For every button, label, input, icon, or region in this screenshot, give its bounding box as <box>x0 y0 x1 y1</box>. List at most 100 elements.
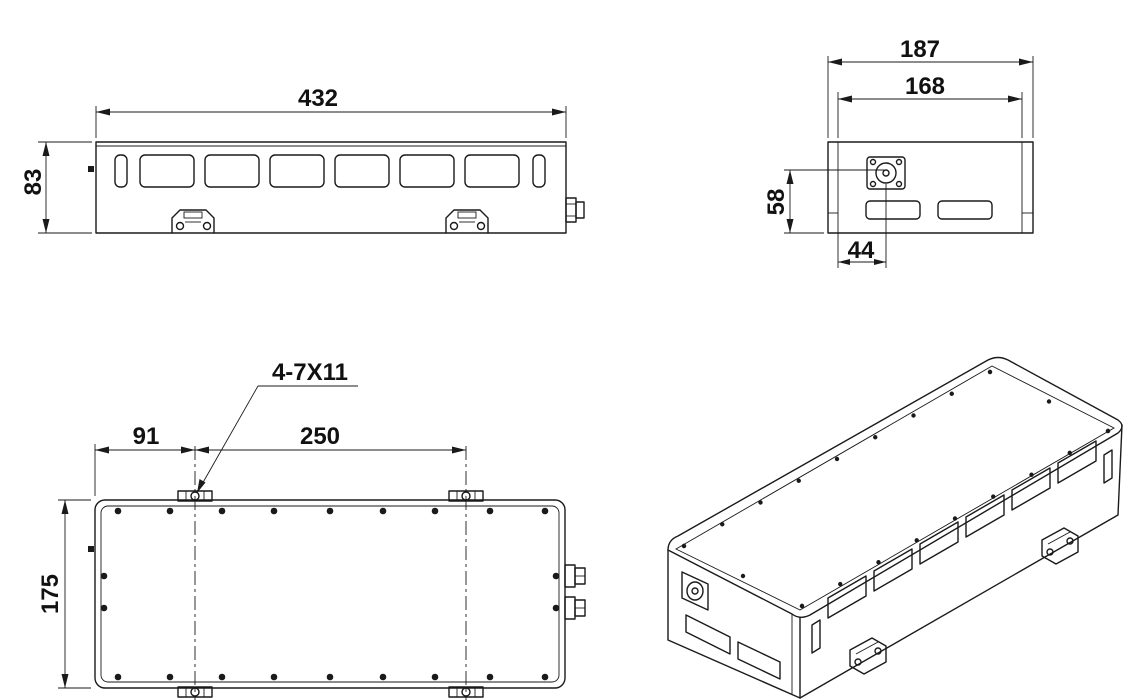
dim-connector-height: 58 <box>763 169 884 234</box>
bolt <box>834 456 840 462</box>
bolt <box>541 507 549 515</box>
bolt <box>911 413 916 418</box>
bolt <box>431 507 439 515</box>
top-view: 91 250 4-7X11 175 <box>37 359 586 700</box>
front-view: 432 83 <box>20 85 585 234</box>
bolt <box>987 369 993 375</box>
dim-side-overall: 187 <box>827 36 1034 138</box>
iso-long-face <box>799 424 1123 699</box>
hole-spec-leader: 4-7X11 <box>196 359 358 494</box>
bolt <box>166 507 174 515</box>
dim-front-length-label: 432 <box>298 85 338 112</box>
bolt <box>326 673 334 681</box>
dim-side-body-label: 168 <box>905 73 945 100</box>
iso-vent-window <box>1057 440 1097 484</box>
iso-end-slot-2 <box>737 641 781 680</box>
bolt <box>681 543 687 549</box>
top-view-outline <box>94 499 566 689</box>
front-bracket-right <box>445 209 489 234</box>
isometric-view <box>667 356 1123 699</box>
iso-end-connector <box>681 571 709 611</box>
bolt <box>799 603 805 609</box>
bolt <box>552 604 560 612</box>
bolt <box>740 573 746 579</box>
top-bolt-pattern <box>100 507 560 681</box>
dim-side-overall-label: 187 <box>900 36 940 63</box>
bolt <box>486 507 494 515</box>
iso-bracket-front <box>849 637 887 675</box>
iso-top-face <box>667 356 1123 618</box>
bolt <box>873 435 878 440</box>
bolt <box>114 507 122 515</box>
bolt <box>270 507 278 515</box>
bolt <box>838 581 843 587</box>
dim-top-width: 175 <box>37 499 91 689</box>
dim-hole-offset-label: 91 <box>133 423 160 450</box>
bolt <box>100 604 108 612</box>
front-side-slot-left <box>114 154 128 188</box>
bolt <box>952 516 958 521</box>
bolt <box>270 673 278 681</box>
bolt <box>218 673 226 681</box>
bolt <box>486 673 494 681</box>
bolt <box>379 507 387 515</box>
front-connector <box>565 197 585 223</box>
bolt <box>758 500 763 505</box>
iso-bracket-back <box>1041 527 1079 565</box>
dim-hole-spacing-label: 250 <box>300 423 340 450</box>
front-bracket-left <box>171 209 215 234</box>
bolt <box>100 572 108 580</box>
bolt <box>552 572 560 580</box>
front-vent-windows <box>139 154 520 188</box>
side-view: 187 168 58 44 <box>763 36 1034 268</box>
side-slot-right <box>937 200 993 220</box>
front-side-slot-right <box>532 154 546 188</box>
iso-vent-window <box>827 575 867 619</box>
front-small-nub <box>88 166 94 172</box>
bolt <box>991 494 996 499</box>
dim-front-length: 432 <box>95 85 567 138</box>
dim-front-height-label: 83 <box>20 169 47 196</box>
dim-connector-offset: 44 <box>837 184 887 268</box>
dim-connector-height-label: 58 <box>763 189 790 216</box>
bolt <box>379 673 387 681</box>
bolt <box>1105 428 1111 434</box>
hole-spec-label: 4-7X11 <box>272 359 348 386</box>
iso-vent-window <box>873 548 913 592</box>
top-small-nub <box>88 546 94 552</box>
iso-vent-windows <box>827 440 1097 619</box>
bolt <box>1029 472 1034 477</box>
iso-lid-inset <box>675 365 1115 611</box>
side-view-body <box>827 141 1034 234</box>
bolt <box>949 391 954 396</box>
bolt <box>876 560 881 565</box>
bolt <box>218 507 226 515</box>
bolt <box>914 538 919 543</box>
side-slot-left <box>865 200 921 220</box>
bolt <box>796 478 801 483</box>
dim-side-body: 168 <box>837 73 1023 138</box>
iso-vent-window <box>965 494 1005 538</box>
bolt <box>431 673 439 681</box>
dim-hole-spacing: 250 <box>195 423 466 454</box>
top-connectors <box>564 564 586 620</box>
iso-vent-window <box>1011 467 1051 511</box>
bolt <box>166 673 174 681</box>
top-view-lid <box>100 505 560 683</box>
iso-front-face <box>667 549 801 699</box>
bolt <box>1046 399 1052 404</box>
iso-side-slot-right <box>1103 449 1113 484</box>
iso-vent-window <box>919 521 959 565</box>
dim-top-width-label: 175 <box>37 574 64 614</box>
bolt <box>720 522 725 527</box>
front-view-body <box>95 141 567 234</box>
bolt <box>1067 450 1072 456</box>
bolt <box>541 673 549 681</box>
bolt <box>114 673 122 681</box>
dim-connector-offset-label: 44 <box>848 237 875 264</box>
dim-front-height: 83 <box>20 141 92 234</box>
bolt <box>326 507 334 515</box>
iso-side-slot-left <box>811 619 821 654</box>
iso-bolt-pattern <box>681 369 1111 609</box>
